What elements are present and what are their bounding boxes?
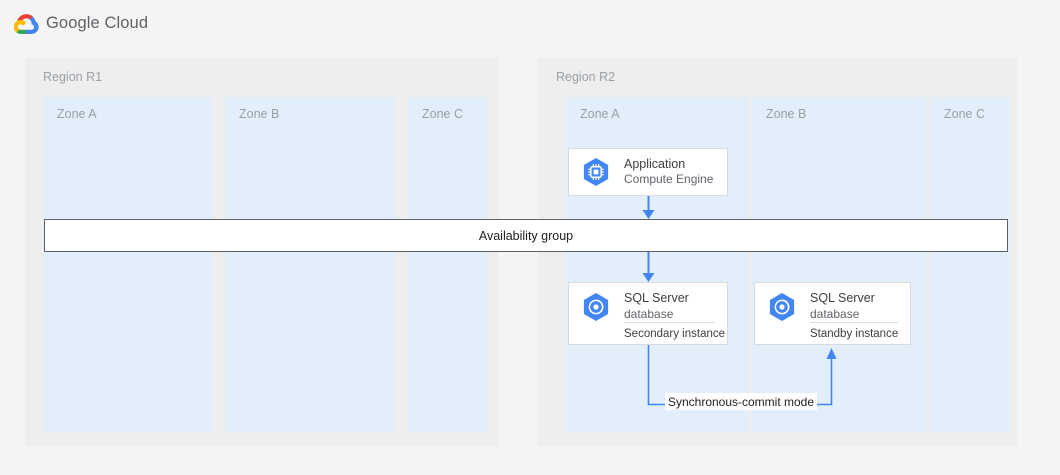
node-card-sql-secondary-role: Secondary instance	[624, 327, 726, 340]
zone-box-r1-a: Zone A	[43, 97, 212, 432]
node-card-application-text: Application Compute Engine	[624, 157, 713, 187]
node-card-application-body: Application Compute Engine	[569, 149, 727, 195]
zone-label-r2-a: Zone A	[580, 107, 620, 121]
node-card-sql-secondary[interactable]: SQL Server database Secondary instance	[568, 282, 728, 345]
compute-engine-icon	[580, 156, 612, 188]
zone-label-r2-c: Zone C	[944, 107, 985, 121]
availability-group-label: Availability group	[478, 228, 574, 243]
zone-label-r1-c: Zone C	[422, 107, 463, 121]
node-card-sql-standby-footer: Standby instance	[810, 322, 898, 344]
page-header: Google Cloud	[0, 0, 1060, 45]
node-card-application[interactable]: Application Compute Engine	[568, 148, 728, 196]
node-card-sql-standby-title: SQL Server	[810, 291, 875, 306]
google-cloud-logo-icon	[13, 13, 39, 34]
connector-label-synchronous-commit-text: Synchronous-commit mode	[667, 394, 815, 409]
zone-box-r2-c: Zone C	[930, 97, 1010, 432]
sql-server-database-icon	[580, 291, 612, 323]
zone-label-r1-a: Zone A	[57, 107, 97, 121]
brand-name: Google Cloud	[46, 14, 149, 32]
zone-label-r2-b: Zone B	[766, 107, 807, 121]
zone-label-r1-b: Zone B	[239, 107, 280, 121]
node-card-sql-secondary-subtitle: database	[624, 306, 674, 321]
node-card-sql-standby-subtitle: database	[810, 306, 860, 321]
node-card-sql-standby-text: SQL Server database	[810, 291, 875, 321]
zone-box-r1-b: Zone B	[225, 97, 395, 432]
region-label-r1: Region R1	[43, 70, 103, 84]
node-card-sql-secondary-title: SQL Server	[624, 291, 689, 306]
sql-server-database-icon	[766, 291, 798, 323]
connector-availability-group-to-sql-secondary	[640, 252, 657, 283]
zone-box-r2-b: Zone B	[752, 97, 927, 432]
node-card-application-title: Application	[624, 156, 686, 171]
zone-box-r1-c: Zone C	[408, 97, 487, 432]
node-card-sql-secondary-text: SQL Server database	[624, 291, 689, 321]
node-card-sql-standby-body: SQL Server database	[755, 283, 910, 330]
node-card-sql-standby-role: Standby instance	[810, 327, 899, 340]
node-card-sql-standby[interactable]: SQL Server database Standby instance	[754, 282, 911, 345]
connector-label-synchronous-commit: Synchronous-commit mode	[665, 393, 817, 410]
region-label-r2: Region R2	[556, 70, 616, 84]
node-card-sql-secondary-footer: Secondary instance	[624, 322, 725, 344]
node-card-application-subtitle: Compute Engine	[624, 172, 714, 187]
node-card-sql-secondary-body: SQL Server database	[569, 283, 727, 330]
connector-app-to-availability-group	[640, 196, 657, 220]
availability-group-bar[interactable]: Availability group	[44, 219, 1008, 252]
